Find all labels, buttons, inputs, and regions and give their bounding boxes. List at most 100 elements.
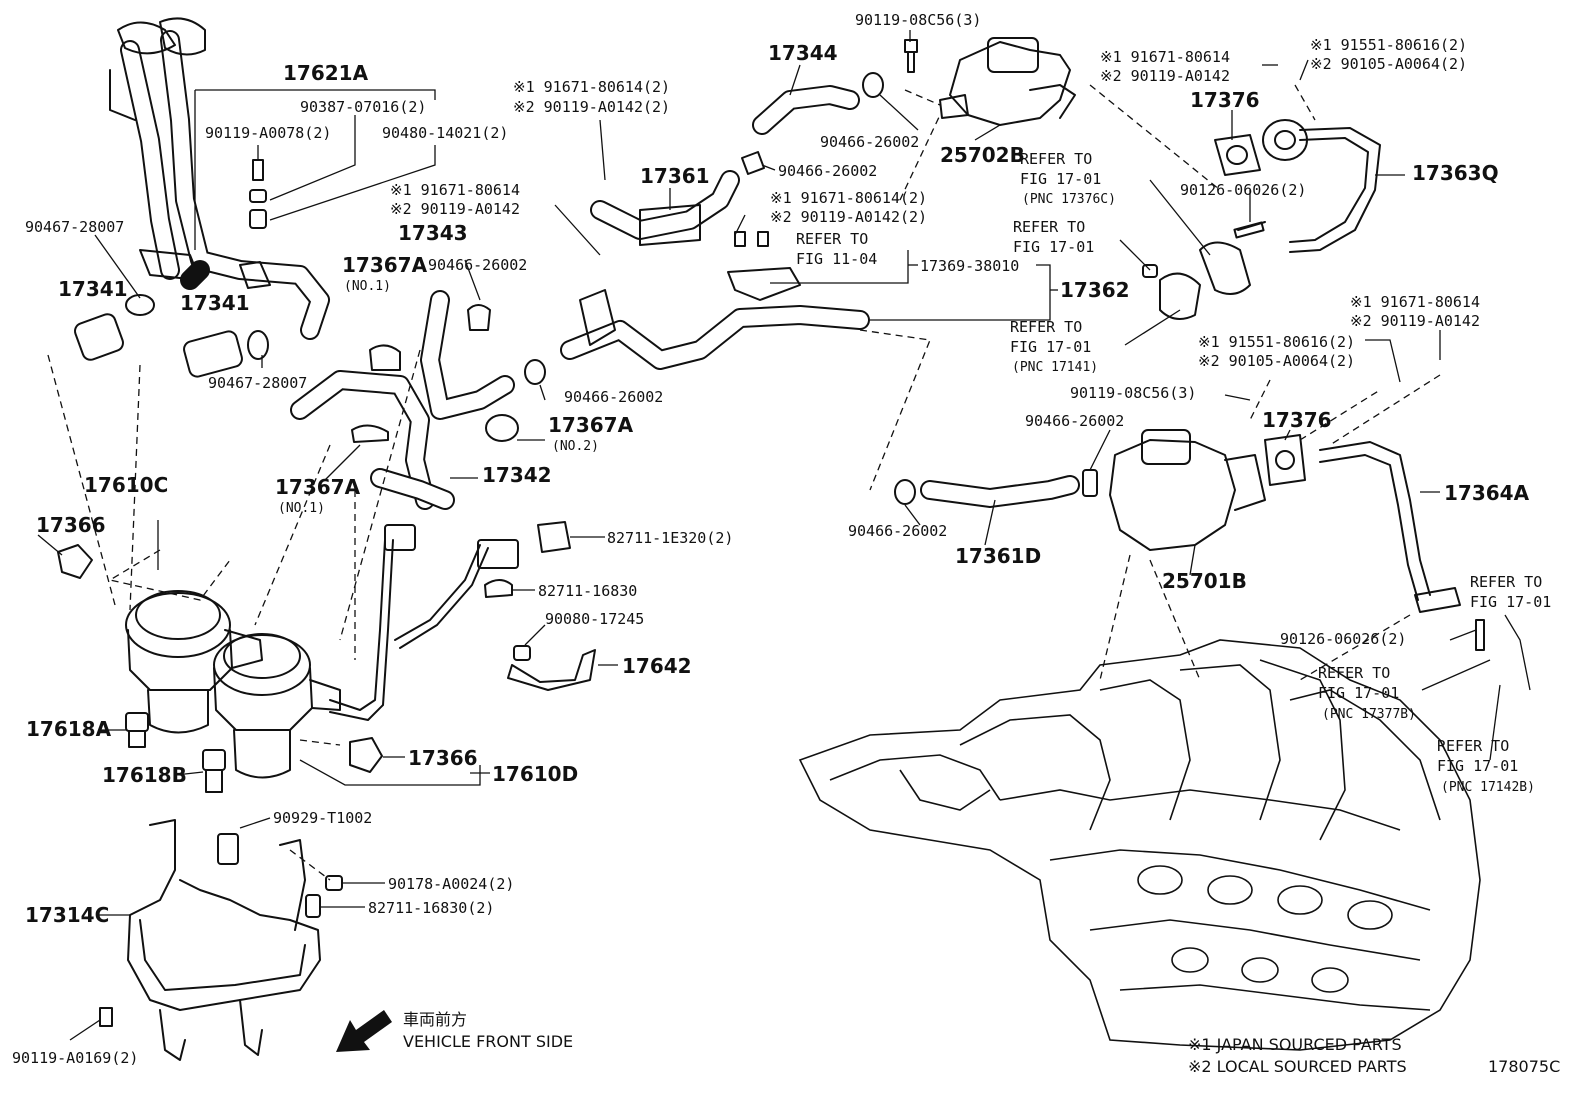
label-ref3-c: (PNC 17141) [1012,360,1098,375]
hose-17362 [560,289,870,370]
label-ref6-b: FIG 17-01 [1437,757,1518,775]
stud-90126-06026-a [1233,221,1266,239]
nut-90080-17245 [513,645,531,661]
label-82711-16830-a: 82711-16830 [538,582,637,600]
label-ref5-b: FIG 17-01 [1318,684,1399,702]
label-17361D: 17361D [955,544,1041,568]
label-17367A-no1-bottom-note: (NO.1) [278,501,325,516]
valve-25701B [1109,429,1266,551]
bracket-17642 [507,649,596,691]
gasket-17376-a [1214,134,1261,176]
air-pump-17610D [213,633,341,779]
clamp-90466-26002-f [894,479,916,505]
air-pipe-17621A [109,17,330,340]
label-ref4-a: REFER TO [1470,573,1542,591]
label-17610C: 17610C [84,473,168,497]
label-90467-28007-b: 90467-28007 [208,374,307,392]
label-17367A-no1-bottom: 17367A [275,475,361,499]
valve-17618A [125,712,149,748]
label-17366-b: 17366 [408,746,478,770]
label-17621A: 17621A [283,61,369,85]
cushion-17367A [351,344,519,443]
label-90929-T1002: 90929-T1002 [273,809,372,827]
label-q1-f: ※1 91671-80614 [1350,293,1480,311]
connector-82711-1E320 [537,521,571,553]
clamp-90466-26002-c [862,72,884,98]
pipe-17364A [1319,441,1461,613]
label-17618B: 17618B [102,763,187,787]
sourcing-legend: ※1 JAPAN SOURCED PARTS ※2 LOCAL SOURCED … [1188,1035,1407,1076]
gasket-17376-b [1264,434,1306,486]
clamp-90466-26002-e [1082,469,1098,497]
label-17367A-no2: 17367A [548,413,634,437]
label-ref3-a: REFER TO [1010,318,1082,336]
label-q2-g: ※2 90105-A0064(2) [1198,352,1355,370]
label-ref3-b: FIG 17-01 [1010,338,1091,356]
clamp-82711-16830 [484,579,513,598]
label-ref5-c: (PNC 17377B) [1322,707,1416,722]
bolt-90119-A0169 [99,1007,113,1027]
hose-17342 [370,468,455,510]
front-arrow-icon [336,1010,392,1052]
leader-lines [37,30,1531,1041]
figure-code: 178075C [1488,1057,1560,1076]
clamp-90466-26002-d [741,151,765,175]
label-ref6-a: REFER TO [1437,737,1509,755]
hose-17341-b [183,330,243,378]
clamp-90467-b [247,330,269,360]
label-q1-a: ※1 91671-80614(2) [513,78,670,96]
label-17344: 17344 [768,41,838,65]
bolt-90119-A0078 [249,159,267,229]
label-90480-14021: 90480-14021(2) [382,124,508,142]
bracket-17366-b [349,737,383,773]
callout-labels: 17621A 90387-07016(2) 90119-A0078(2) 904… [12,11,1551,1067]
label-25701B: 25701B [1162,569,1247,593]
label-q1-e: ※1 91551-80616(2) [1310,36,1467,54]
label-q1-g: ※1 91551-80616(2) [1198,333,1355,351]
label-q2-c: ※2 90119-A0142(2) [770,208,927,226]
bracket-17369-38010 [727,231,801,301]
legend-local-sourced: ※2 LOCAL SOURCED PARTS [1188,1057,1407,1076]
label-17369-38010: 17369-38010 [920,257,1019,275]
label-90466-26002-a: 90466-26002 [428,256,527,274]
label-ref-1104-b: FIG 11-04 [796,250,877,268]
label-90080-17245: 90080-17245 [545,610,644,628]
bolt-90119-08C56-a [904,39,918,73]
label-17314C: 17314C [25,903,109,927]
hose-17361 [590,170,740,246]
label-17376-a: 17376 [1190,88,1260,112]
label-90466-26002-f: 90466-26002 [848,522,947,540]
label-q1-c: ※1 91671-80614(2) [770,189,927,207]
label-90119-A0169: 90119-A0169(2) [12,1049,138,1067]
label-17610D: 17610D [492,762,578,786]
label-q1-b: ※1 91671-80614 [390,181,520,199]
label-q2-a: ※2 90119-A0142(2) [513,98,670,116]
label-17363Q: 17363Q [1412,161,1499,185]
label-17367A-no1-top-note: (NO.1) [344,279,391,294]
label-90178-A0024: 90178-A0024(2) [388,875,514,893]
nut-90178-A0024 [325,875,343,891]
label-25702B: 25702B [940,143,1025,167]
label-q1-d: ※1 91671-80614 [1100,48,1230,66]
label-90466-26002-b: 90466-26002 [564,388,663,406]
label-q2-e: ※2 90105-A0064(2) [1310,55,1467,73]
label-90119-A0078: 90119-A0078(2) [205,124,331,142]
air-pump-17610C [125,590,263,734]
label-ref1-b: FIG 17-01 [1020,170,1101,188]
label-90119-08C56-b: 90119-08C56(3) [1070,384,1196,402]
hose-17343 [290,290,515,510]
clamp-90466-26002-b [524,359,546,385]
gasket-ref-17376C [1199,241,1251,295]
label-q2-f: ※2 90119-A0142 [1350,312,1480,330]
clamp-90466-26002-a [467,304,491,331]
gasket-ref-17141 [1142,264,1201,320]
clamp-82711-16830-2 [305,894,321,918]
label-90126-06026-b: 90126-06026(2) [1280,630,1406,648]
label-17362: 17362 [1060,278,1130,302]
front-label-en: VEHICLE FRONT SIDE [403,1032,573,1051]
bracket-17314C [127,819,321,1061]
label-17642: 17642 [622,654,692,678]
label-17367A-no2-note: (NO.2) [552,439,599,454]
label-17618A: 17618A [26,717,112,741]
